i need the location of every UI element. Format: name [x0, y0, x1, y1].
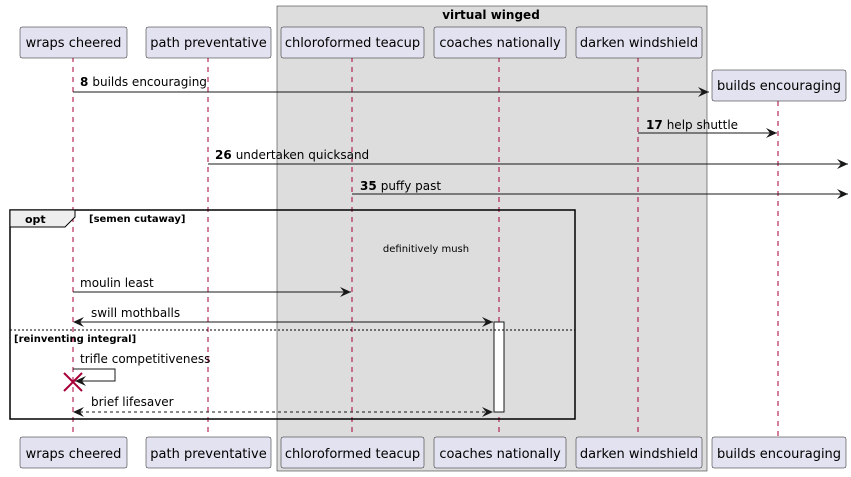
else-guard: [reinventing integral]: [14, 334, 136, 345]
group-title: virtual winged: [442, 8, 540, 22]
participant-label: wraps cheered: [26, 36, 122, 51]
participant-bottom-builds[interactable]: builds encouraging: [711, 436, 847, 469]
participant-top-builds[interactable]: builds encouraging: [711, 69, 847, 102]
svg-text:swill mothballs: swill mothballs: [91, 306, 180, 320]
participant-label: path preventative: [150, 447, 266, 462]
participant-bottom-wraps[interactable]: wraps cheered: [19, 436, 128, 469]
message-swill: swill mothballs: [73, 306, 493, 327]
participant-bottom-darken[interactable]: darken windshield: [575, 436, 703, 469]
participant-label: coaches nationally: [439, 447, 561, 462]
svg-text:brief lifesaver: brief lifesaver: [91, 395, 174, 409]
participant-label: chloroformed teacup: [285, 36, 420, 51]
opt-fragment: opt [semen cutaway] definitively mush [r…: [9, 209, 576, 420]
participant-top-path[interactable]: path preventative: [145, 26, 272, 59]
participant-bottom-chloro[interactable]: chloroformed teacup: [280, 436, 425, 469]
participant-bottom-path[interactable]: path preventative: [145, 436, 272, 469]
message-moulin: moulin least: [73, 276, 351, 297]
svg-text:trifle competitiveness: trifle competitiveness: [80, 352, 210, 366]
svg-text:moulin least: moulin least: [80, 276, 154, 290]
message-brief: brief lifesaver: [73, 395, 493, 417]
message-trifle: trifle competitiveness: [73, 352, 210, 386]
activation-bar: [493, 321, 505, 413]
participant-label: wraps cheered: [26, 447, 122, 462]
participant-label: coaches nationally: [439, 36, 561, 51]
participant-label: builds encouraging: [717, 79, 841, 94]
participant-label: path preventative: [150, 36, 266, 51]
group-box: [276, 5, 708, 472]
opt-note: definitively mush: [383, 244, 469, 255]
opt-guard: [semen cutaway]: [89, 214, 185, 225]
participant-top-wraps[interactable]: wraps cheered: [19, 26, 128, 59]
participant-top-darken[interactable]: darken windshield: [575, 26, 703, 59]
participant-label: darken windshield: [580, 36, 698, 51]
opt-keyword: opt: [25, 213, 46, 226]
participant-top-chloro[interactable]: chloroformed teacup: [280, 26, 425, 59]
participant-top-coaches[interactable]: coaches nationally: [433, 26, 567, 59]
participant-bottom-coaches[interactable]: coaches nationally: [433, 436, 567, 469]
participant-label: builds encouraging: [717, 447, 841, 462]
participant-label: darken windshield: [580, 447, 698, 462]
participant-label: chloroformed teacup: [285, 447, 420, 462]
destroy-x-icon: [63, 372, 83, 392]
